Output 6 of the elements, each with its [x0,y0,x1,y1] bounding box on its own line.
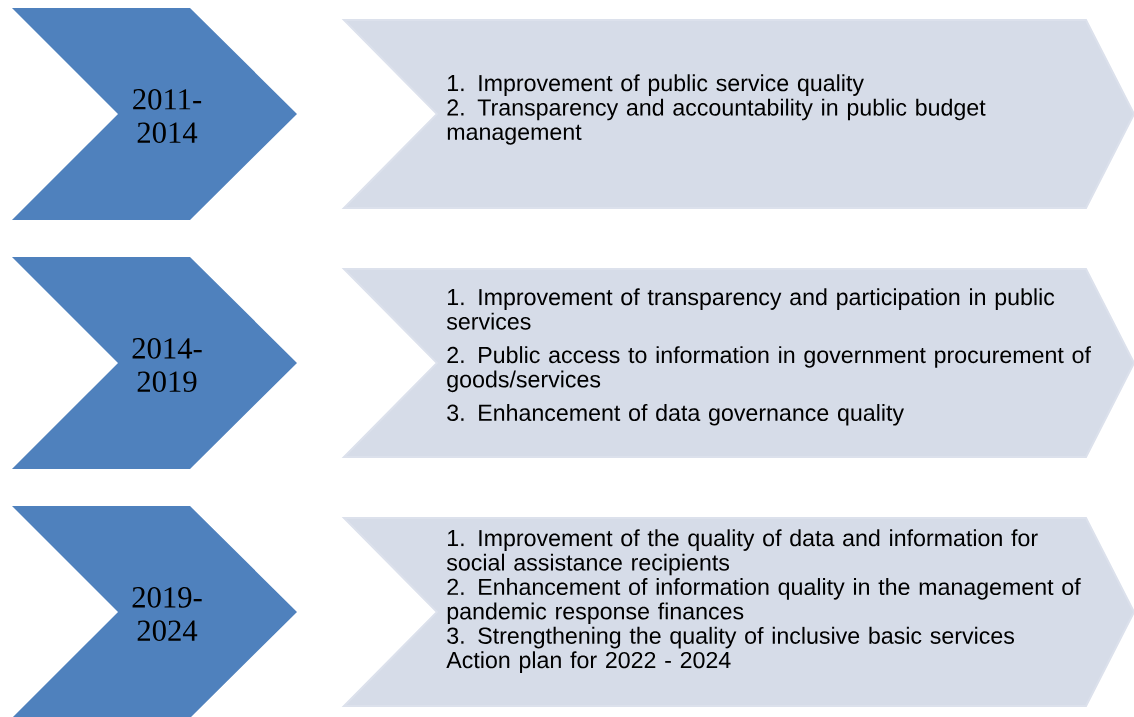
topic-banner: 1. Improvement of transparency and participation in public services 2. Public access to information in government procurement of goods/services 3. Enhancement of data governance quality [341,268,1134,458]
topic-banner: 1. Improvement of public service quality 2. Transparency and accountability in public budget management [341,19,1134,209]
year-banner: 2019- 2024 [12,506,297,717]
year-banner: 2014- 2019 [12,257,297,469]
topic-banner: 1. Improvement of the quality of data and information for social assistance recipients 2. Enhancement of information quality in the management of pandemic response finances 3. Strengthening the quality of inclusive basic services Action plan for 2022 - 2024 [341,517,1134,707]
year-banner: 2011- 2014 [12,8,297,220]
